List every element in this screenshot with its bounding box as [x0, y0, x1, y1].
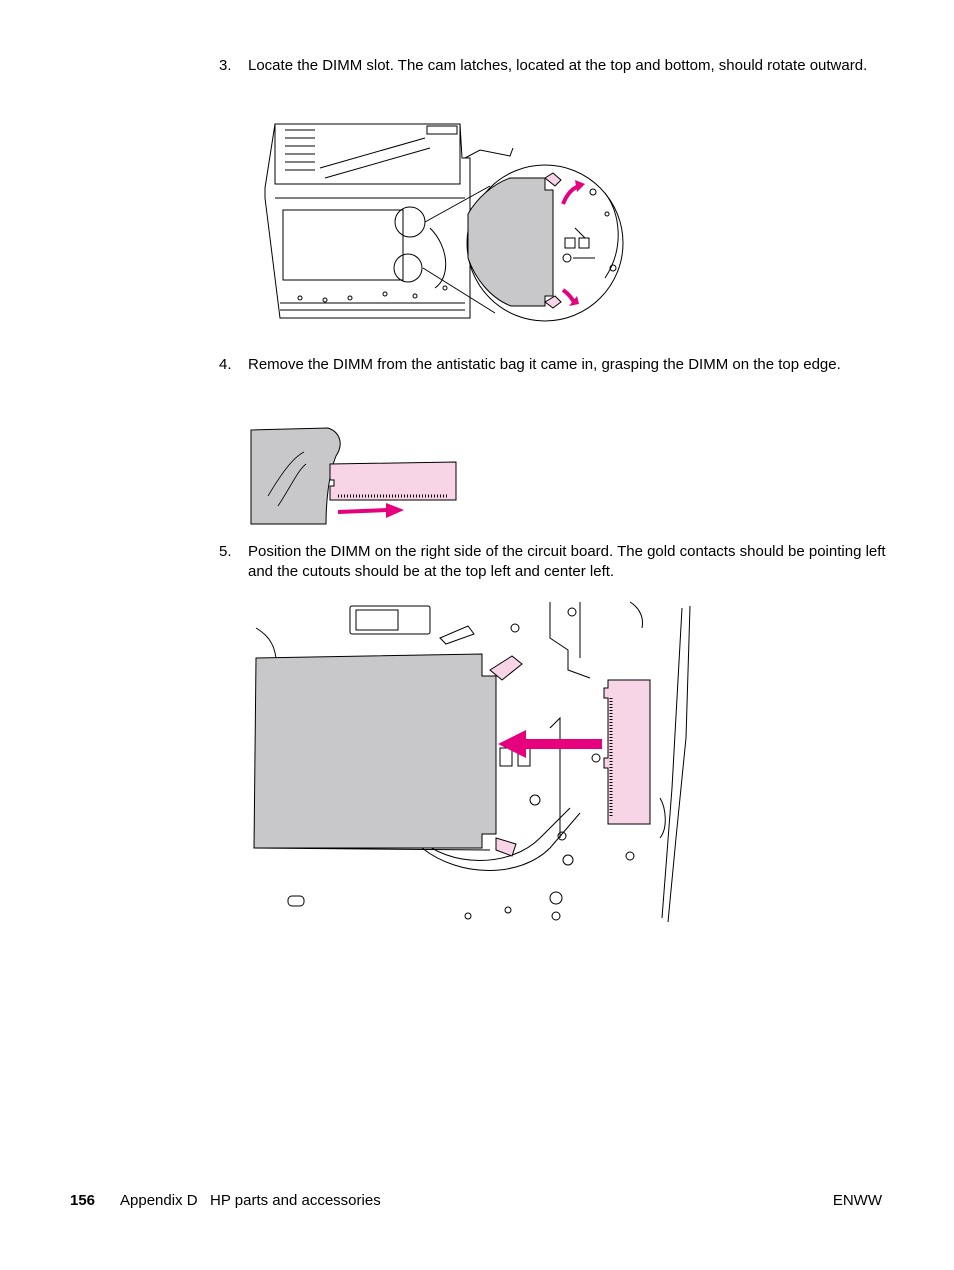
- dimm-insert-illustration: [253, 601, 691, 923]
- step-text: Locate the DIMM slot. The cam latches, l…: [248, 57, 868, 74]
- footer-section: Appendix D HP parts and accessories: [120, 1192, 381, 1209]
- footer-code: ENWW: [832, 1192, 882, 1209]
- dimm-bag-illustration: [250, 427, 457, 525]
- step-number: 4.: [219, 356, 232, 373]
- step-number: 5.: [219, 543, 232, 560]
- page-number: 156: [70, 1192, 96, 1209]
- step-number: 3.: [219, 57, 232, 74]
- step-text: Position the DIMM on the right side of t…: [248, 543, 886, 580]
- step-text: Remove the DIMM from the antistatic bag …: [248, 356, 841, 373]
- dimm-slot-illustration: [264, 123, 624, 322]
- page-footer: 156 Appendix D HP parts and accessories …: [70, 1192, 882, 1212]
